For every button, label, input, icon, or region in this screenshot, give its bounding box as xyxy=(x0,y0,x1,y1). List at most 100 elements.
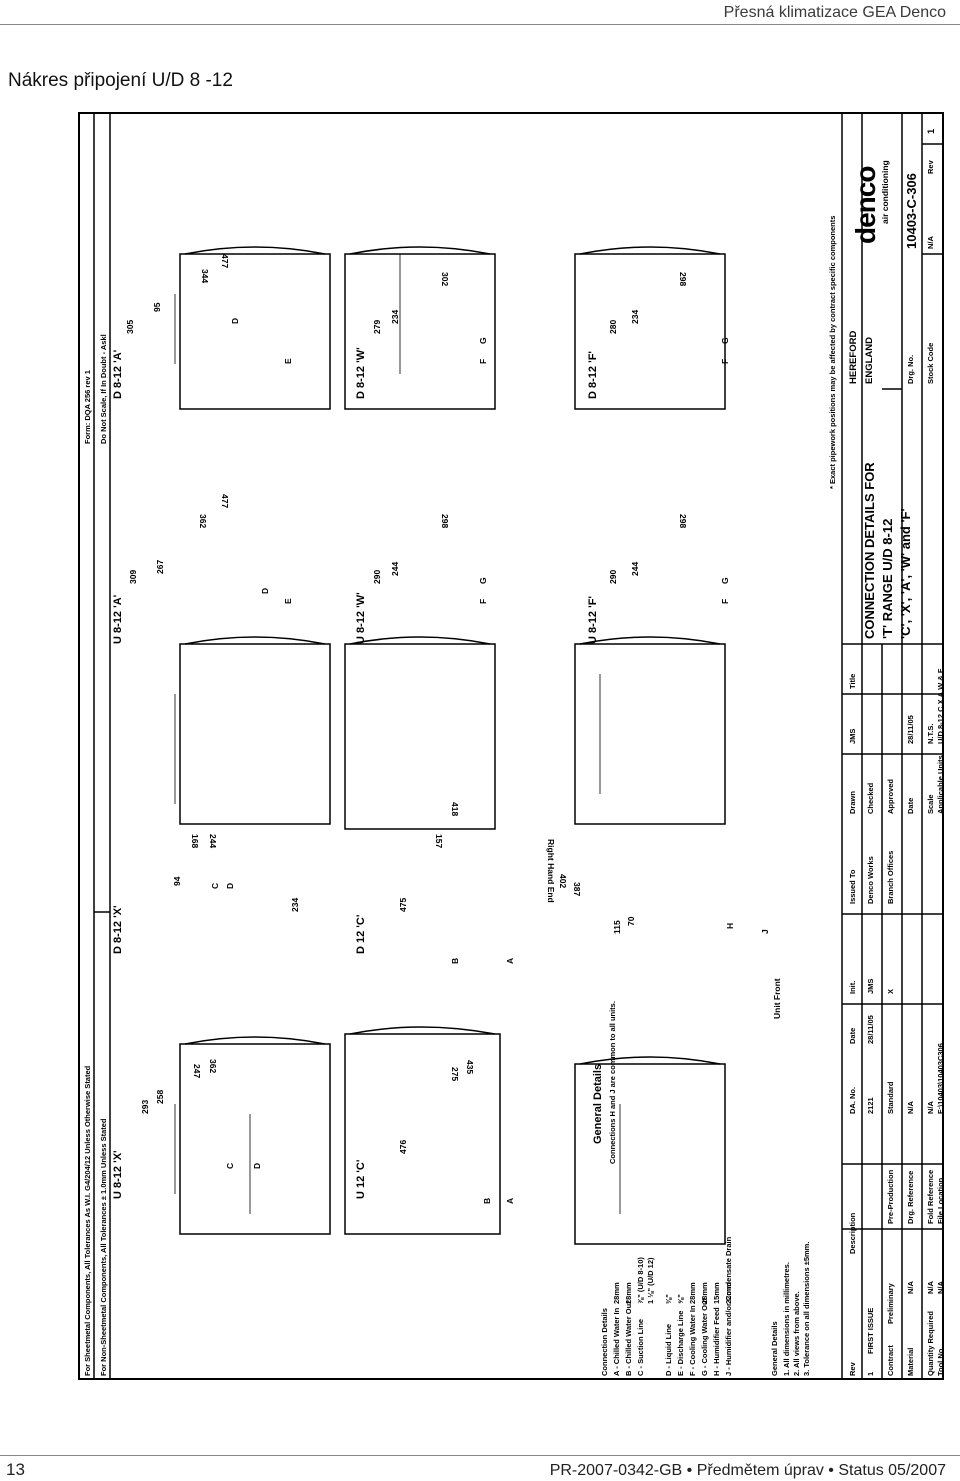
tb-x: X xyxy=(886,988,895,994)
denco-logo: denco xyxy=(850,166,881,244)
dim-d-x-94: 94 xyxy=(172,876,182,886)
conn-label-j: J xyxy=(760,929,770,934)
tb-material-val: N/A xyxy=(906,1281,915,1294)
footer-document-ref: PR-2007-0342-GB • Předmětem úprav • Stat… xyxy=(549,1462,946,1479)
dim-d-w-302: 302 xyxy=(440,272,450,287)
connection-b: B - Chilled Water Out xyxy=(624,1301,633,1376)
conn-label-d: D xyxy=(252,1162,262,1169)
tb-stock-code-label: Stock Code xyxy=(926,342,935,384)
general-details-title: General Details xyxy=(592,1063,604,1144)
conn-label-a-2: A xyxy=(505,957,515,964)
tb-branch-offices: Branch Offices xyxy=(886,850,895,904)
dim-u-a-309: 309 xyxy=(128,569,138,584)
dim-d-a-305: 305 xyxy=(125,319,135,334)
dim-d-w-279: 279 xyxy=(372,319,382,334)
view-title-u-8-12-f: U 8-12 'F' xyxy=(587,595,599,644)
tb-contract: Contract xyxy=(886,1345,895,1376)
exact-pipework-note: * Exact pipework positions may be affect… xyxy=(828,215,837,489)
view-title-u-8-12-w: U 8-12 'W' xyxy=(355,592,367,644)
page-number: 13 xyxy=(6,1460,25,1479)
dim-u-f-290: 290 xyxy=(608,569,618,584)
tb-quantity-val: N/A xyxy=(926,1281,935,1294)
general-notes-title: General Details xyxy=(770,1321,779,1376)
tb-drg-ref: Drg. Reference xyxy=(906,1170,915,1224)
tb-drg-ref-val: N/A xyxy=(906,1101,915,1114)
tb-approved: Approved xyxy=(886,778,895,814)
dim-d-x-234: 234 xyxy=(290,897,300,912)
tb-fold-ref-val: N/A xyxy=(926,1101,935,1114)
connection-e-value: ⅝" xyxy=(676,1294,685,1304)
tb-drawn-v: JMS xyxy=(848,728,857,744)
tb-drawn-h: Drawn xyxy=(848,791,857,814)
dim-d-a-95: 95 xyxy=(152,302,162,312)
connection-b-value: 28mm xyxy=(624,1282,633,1304)
connection-g-value: 28mm xyxy=(700,1282,709,1304)
dim-d-f-234: 234 xyxy=(630,309,640,324)
unit-front-label: Unit Front xyxy=(772,978,782,1019)
dim-u-a-362: 362 xyxy=(198,514,208,529)
dim-u-f-244: 244 xyxy=(630,561,640,576)
view-title-d-8-12-a: D 8-12 'A' xyxy=(112,349,124,399)
dim-front-115: 115 xyxy=(612,920,622,934)
conn-label-f-4: F xyxy=(720,358,730,364)
drawing-linework xyxy=(93,114,942,1378)
view-title-d-8-12-x: D 8-12 'X' xyxy=(112,905,124,954)
conn-label-b: B xyxy=(482,1197,492,1204)
dim-u-w-290: 290 xyxy=(372,569,382,584)
dim-u-x-247: 247 xyxy=(192,1064,202,1079)
technical-drawing: For Sheetmetal Components, All Tolerance… xyxy=(78,112,944,1380)
connection-c-value: ⅞" (U/D 8-10) xyxy=(636,1257,645,1304)
form-note: Form: DQA 256 rev 1 xyxy=(83,370,92,444)
tb-file-location: File Location xyxy=(936,1177,944,1224)
view-title-u-8-12-x: U 8-12 'X' xyxy=(112,1150,124,1199)
tb-company-hereford: HEREFORD xyxy=(848,330,859,384)
tb-rev: 1 xyxy=(926,128,937,134)
connection-d-value: ⅜" xyxy=(664,1294,673,1304)
connection-f: F - Cooling Water In xyxy=(688,1305,697,1376)
dim-d-x-168: 168 xyxy=(190,834,200,849)
view-title-d-12-c: D 12 'C' xyxy=(355,914,367,954)
dim-u-c-435: 435 xyxy=(465,1060,475,1075)
general-details-text: Connections H and J are common to all un… xyxy=(608,1001,617,1164)
document-header-brand: Přesná klimatizace GEA Denco xyxy=(723,4,946,21)
tb-drg-no: 10403-C-306 xyxy=(904,173,919,249)
conn-label-c-2: C xyxy=(210,882,220,889)
tb-title-label: Title xyxy=(848,673,857,689)
tb-stock-code: N/A xyxy=(926,236,935,249)
conn-label-d-4: D xyxy=(230,317,240,324)
conn-label-e: E xyxy=(283,598,293,604)
dim-front-387: 387 xyxy=(572,882,582,897)
view-title-u-8-12-a: U 8-12 'A' xyxy=(112,594,124,644)
right-hand-end-label: Right Hand End xyxy=(546,839,556,903)
tb-applicable: Applicable Units xyxy=(936,755,944,814)
tb-standard: Standard xyxy=(886,1081,895,1114)
tb-scale-val: N.T.S. xyxy=(926,723,935,744)
dim-u-c-275: 275 xyxy=(450,1067,460,1082)
dim-d-a-477: 477 xyxy=(220,254,230,269)
tb-first-issue: FIRST ISSUE xyxy=(866,1307,875,1354)
dim-front-70: 70 xyxy=(626,916,636,926)
connection-j-value: 22mm xyxy=(724,1282,733,1304)
connection-d: D - Liquid Line xyxy=(664,1323,673,1376)
general-note-3: 3. Tolerance on all dimensions ±5mm. xyxy=(802,1241,811,1376)
tb-quantity: Quantity Required xyxy=(926,1310,935,1376)
conn-label-f: F xyxy=(478,598,488,604)
page-title: Nákres připojení U/D 8 -12 xyxy=(8,70,233,91)
tb-drg-no-label: Drg. No. xyxy=(906,354,915,384)
dim-d-x-244: 244 xyxy=(208,834,218,849)
conn-label-f-2: F xyxy=(478,358,488,364)
tb-applicable-val: U/D 8-12 C,X,A,W & F xyxy=(936,669,944,744)
tb-fold-ref: Fold Reference xyxy=(926,1169,935,1224)
non-sheetmetal-tolerance-note: For Non-Sheetmetal Components, All Toler… xyxy=(99,1118,108,1376)
dim-u-w-244: 244 xyxy=(390,561,400,576)
tb-date-h: Date xyxy=(848,1027,857,1044)
tb-title-line-1: CONNECTION DETAILS FOR xyxy=(862,462,877,639)
connection-c: C - Suction Line xyxy=(636,1318,645,1376)
footer-divider xyxy=(0,1455,960,1456)
tb-rev-1: 1 xyxy=(866,1371,875,1376)
tb-issued-h: Issued To xyxy=(848,869,857,904)
conn-label-d-2: D xyxy=(225,882,235,889)
view-title-d-8-12-w: D 8-12 'W' xyxy=(355,347,367,399)
scale-note: Do Not Scale, If In Doubt - Askl xyxy=(99,334,108,444)
tb-init-h: Init. xyxy=(848,980,857,994)
